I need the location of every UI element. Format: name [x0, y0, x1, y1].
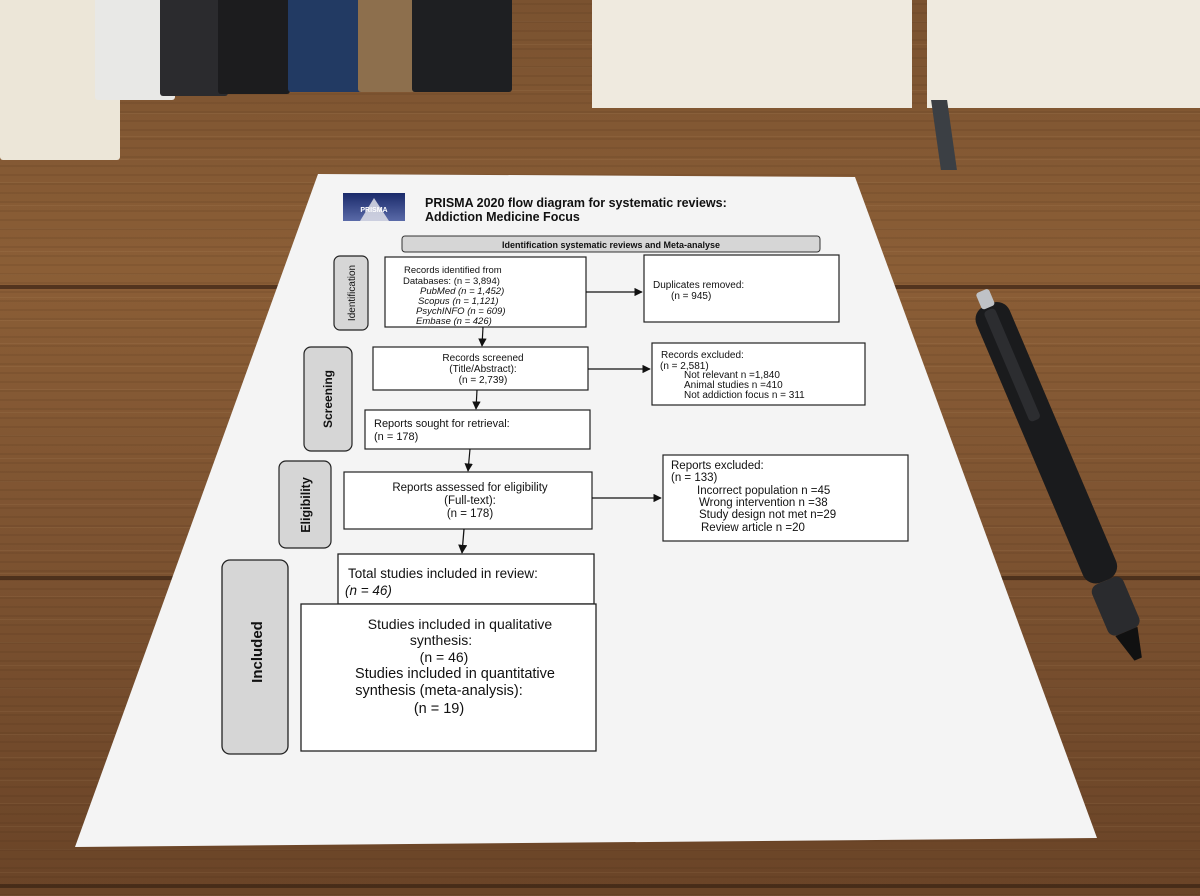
stage-eligibility-label: Eligibility [299, 477, 313, 533]
section-banner [401, 235, 821, 253]
stage-screening-box [303, 346, 353, 452]
reports-excluded-line-6: Review article n =20 [701, 522, 805, 534]
book [160, 0, 228, 96]
stage-screening-label: Screening [321, 370, 335, 428]
reports-assessed-line-2: (Full-text): [444, 495, 496, 507]
stage-identification-box [333, 255, 369, 331]
records-excluded-line-3: Not relevant n =1,840 [684, 370, 780, 381]
records-excluded-line-2: (n = 2,581) [660, 361, 709, 372]
book [412, 0, 512, 92]
records-identified-line-6: Embase (n = 426) [416, 316, 492, 327]
records-excluded-line-1: Records excluded: [661, 350, 744, 361]
arrow-assessed-to-included [458, 528, 468, 554]
book-stack [0, 0, 560, 165]
stage-included-label: Included [249, 621, 266, 683]
records-excluded-line-5: Not addiction focus n = 311 [684, 390, 805, 401]
synthesis-line-1: Studies included in qualitative [368, 616, 553, 632]
records-screened-line-3: (n = 2,739) [459, 375, 508, 386]
total-included-line-1: Total studies included in review: [348, 566, 538, 581]
book [288, 0, 368, 92]
synthesis-line-4: Studies included in quantitative [355, 666, 555, 682]
synthesis-line-3: (n = 46) [420, 649, 469, 665]
reports-excluded-line-5: Study design not met n=29 [699, 509, 836, 521]
reports-assessed-box [343, 471, 593, 530]
open-notebook [592, 0, 1200, 118]
reports-sought-box [364, 409, 591, 450]
stage-included-box [221, 559, 289, 755]
reports-sought-line-2: (n = 178) [374, 431, 418, 443]
stage-identification-label: Identification [347, 265, 358, 321]
notebook-left-page [592, 0, 912, 108]
records-screened-box [372, 346, 589, 391]
prisma-logo-triangle [360, 198, 389, 221]
records-excluded-box [651, 342, 866, 406]
reports-excluded-line-1: Reports excluded: [671, 460, 764, 472]
synthesis-line-6: (n = 19) [414, 701, 464, 717]
document-title-line-2: Addiction Medicine Focus [425, 210, 580, 224]
reports-assessed-line-3: (n = 178) [447, 508, 494, 520]
synthesis-line-5: synthesis (meta-analysis): [355, 683, 523, 699]
duplicates-removed-line-1: Duplicates removed: [653, 280, 744, 291]
book [218, 0, 290, 94]
duplicates-removed-box [643, 254, 840, 323]
arrow-screened-to-sought [472, 389, 481, 410]
prisma-logo-text: PRISMA [360, 207, 387, 214]
synthesis-box [300, 603, 597, 752]
records-excluded-line-4: Animal studies n =410 [684, 380, 783, 391]
duplicates-removed-line-2: (n = 945) [671, 291, 711, 302]
records-identified-line-2: Databases: (n = 3,894) [403, 276, 500, 287]
records-identified-line-5: PsychINFO (n = 609) [416, 306, 506, 317]
records-identified-line-3: PubMed (n = 1,452) [420, 286, 504, 297]
reports-excluded-line-2: (n = 133) [671, 472, 718, 484]
reports-excluded-line-3: Incorrect population n =45 [697, 485, 830, 497]
notebook-right-page [927, 0, 1200, 108]
arrow-identified-to-screened [478, 326, 487, 347]
arrow-sought-to-assessed [464, 448, 473, 472]
stage-eligibility-box [278, 460, 332, 549]
table-plank-seam [0, 884, 1200, 888]
reports-sought-line-1: Reports sought for retrieval: [374, 418, 510, 430]
total-included-box [337, 553, 595, 605]
reports-excluded-box [662, 454, 909, 542]
document-title-line-1: PRISMA 2020 flow diagram for systematic … [425, 196, 727, 210]
records-identified-line-1: Records identified from [404, 265, 502, 276]
records-identified-line-4: Scopus (n = 1,121) [418, 296, 499, 307]
reports-excluded-line-4: Wrong intervention n =38 [699, 497, 828, 509]
records-screened-line-2: (Title/Abstract): [449, 364, 516, 375]
book [358, 0, 416, 92]
records-screened-line-1: Records screened [442, 353, 523, 364]
section-banner-text: Identification systematic reviews and Me… [502, 240, 720, 250]
total-included-line-2: (n = 46) [345, 583, 392, 598]
records-identified-box [384, 256, 587, 328]
reports-assessed-line-1: Reports assessed for eligibility [392, 482, 548, 494]
synthesis-line-2: synthesis: [410, 632, 472, 648]
